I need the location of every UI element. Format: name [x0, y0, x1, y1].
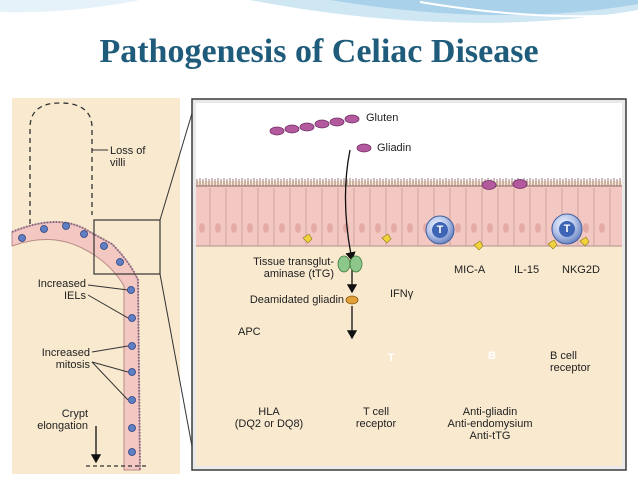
label-increased-mitosis: Increased mitosis — [41, 347, 90, 371]
label-apc: APC — [238, 326, 261, 338]
label-increased-iels: Increased IELs — [37, 278, 86, 302]
label-nkg2d: NKG2D — [562, 264, 600, 276]
slide-title: Pathogenesis of Celiac Disease — [99, 33, 539, 70]
mica-molecules — [302, 233, 590, 251]
deamidated-gliadin-molecule — [345, 295, 359, 305]
gliadin-molecule-lumen — [481, 180, 497, 190]
gliadin-molecule — [356, 143, 372, 153]
iel-t-mark: T — [436, 224, 444, 236]
gliadin-transport-arrow — [344, 149, 356, 262]
gluten-chain — [269, 114, 360, 136]
label-b-cell-receptor: B cell receptor — [550, 350, 591, 374]
label-crypt-elongation: Crypt elongation — [37, 408, 88, 432]
label-t-cell-receptor: T cell receptor — [355, 406, 397, 430]
decorative-swoosh — [0, 0, 638, 23]
label-antibodies: Anti-gliadin Anti-endomysium Anti-tTG — [447, 406, 533, 442]
label-ifn-gamma: IFNγ — [390, 288, 414, 300]
gliadin-molecule-lumen-2 — [512, 179, 528, 189]
label-loss-of-villi: Loss of villi — [110, 145, 146, 169]
label-ttg: Tissue transglut- aminase (tTG) — [253, 256, 334, 280]
intraepithelial-t-cell-1 — [425, 215, 455, 245]
b-cell-mark: B — [488, 350, 496, 362]
villus-panel — [11, 98, 197, 474]
label-mica: MIC-A — [454, 264, 486, 276]
label-il15: IL-15 — [514, 264, 540, 276]
label-hla: HLA (DQ2 or DQ8) — [234, 406, 304, 430]
label-deamidated-gliadin: Deamidated gliadin — [249, 294, 344, 306]
cd4-t-mark: T — [387, 352, 395, 364]
label-gliadin: Gliadin — [377, 142, 412, 154]
intraepithelial-t-cell-2 — [551, 213, 583, 245]
label-gluten: Gluten — [366, 112, 399, 124]
iel-t-mark-2: T — [563, 223, 571, 235]
ttg-enzyme — [337, 255, 363, 273]
